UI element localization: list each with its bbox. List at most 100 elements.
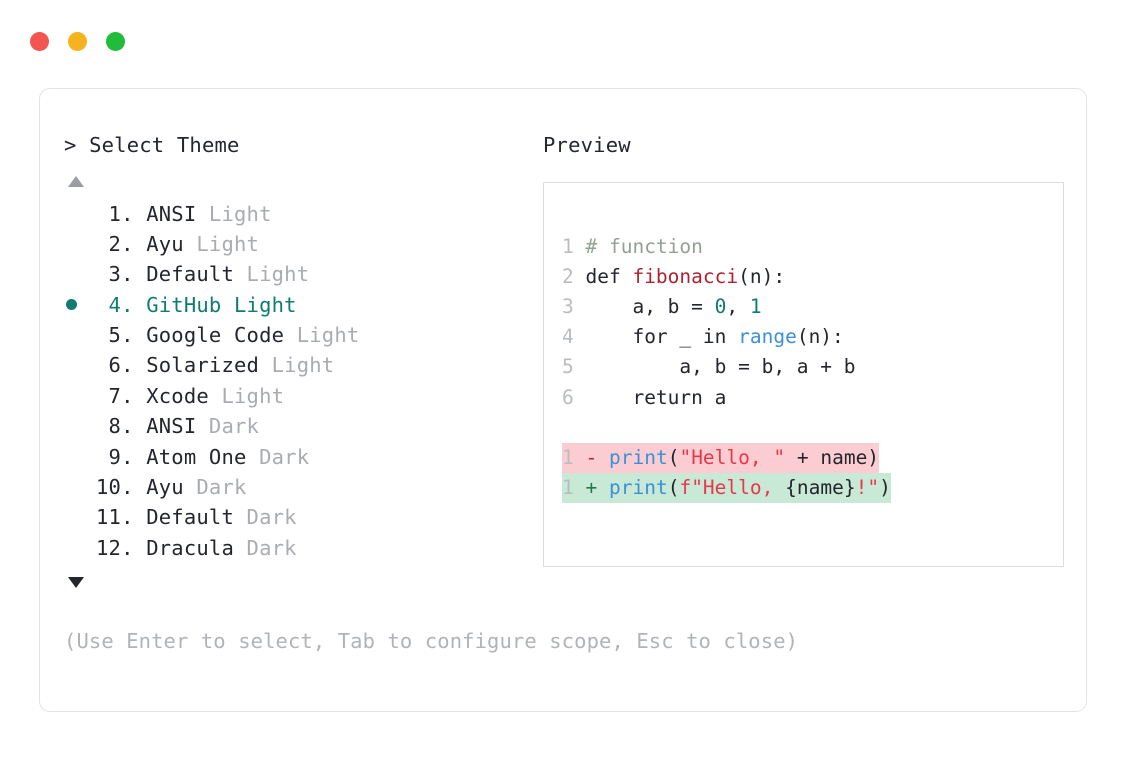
code-token: print (609, 475, 668, 499)
theme-item-name: Dracula (146, 535, 234, 560)
theme-list-item[interactable]: 3. Default Light (64, 259, 524, 289)
selection-bullet-cell (64, 533, 96, 563)
code-token: range (738, 325, 797, 349)
theme-list-item[interactable]: 8. ANSI Dark (64, 411, 524, 441)
theme-list-item[interactable]: 10. Ayu Dark (64, 472, 524, 502)
theme-item-name: Google Code (146, 323, 285, 348)
scroll-down-icon[interactable] (68, 577, 84, 589)
theme-item-name: Ayu (146, 475, 184, 500)
code-line: 6 return a (562, 383, 1059, 413)
code-token: print (609, 445, 668, 469)
line-number: 2 (562, 264, 574, 288)
code-preview: 1 # function 2 def fibonacci(n): 3 a, b = … (562, 232, 1059, 504)
diff-line-del: 1 - print("Hello, " + name) (562, 442, 1059, 473)
scroll-up-icon[interactable] (68, 175, 84, 187)
theme-item-variant: Light (296, 323, 360, 348)
code-line: 3 a, b = 0, 1 (562, 292, 1059, 322)
prompt-caret-icon: > (64, 133, 77, 157)
theme-list: 1. ANSI Light 2. Ayu Light 3. Default Li… (64, 199, 524, 564)
code-token: ) (879, 475, 891, 499)
theme-item-index: 6. (96, 353, 134, 378)
theme-list-item[interactable]: 6. Solarized Light (64, 350, 524, 380)
theme-item-variant: Light (221, 383, 285, 408)
theme-item-variant: Light (271, 353, 335, 378)
code-token: for _ in (573, 325, 739, 349)
code-token: "Hello, " (679, 445, 786, 469)
theme-item-variant: Dark (259, 444, 310, 469)
code-token: + name) (785, 445, 880, 469)
theme-list-item[interactable]: 7. Xcode Light (64, 381, 524, 411)
code-token: f"Hello, (679, 475, 786, 499)
spacer (259, 350, 272, 380)
theme-item-name: Default (146, 262, 234, 287)
code-token (597, 476, 609, 499)
selection-bullet-cell (64, 350, 96, 380)
spacer (134, 381, 147, 411)
preview-box: 1 # function 2 def fibonacci(n): 3 a, b = … (543, 181, 1064, 567)
theme-list-item[interactable]: 4. GitHub Light (64, 290, 524, 320)
theme-item-name: ANSI (146, 414, 197, 439)
theme-item-index: 3. (96, 262, 134, 287)
theme-list-item[interactable]: 1. ANSI Light (64, 199, 524, 229)
diff-block: 1 - print("Hello, " + name)1 + print(f"H… (562, 442, 1059, 504)
spacer (234, 502, 247, 532)
minimize-icon[interactable] (68, 32, 87, 51)
code-token: a, b = (573, 294, 715, 318)
theme-item-index: 10. (96, 475, 134, 500)
theme-selector-column: > Select Theme 1. ANSI Light 2. Ayu Ligh… (64, 133, 524, 589)
spacer (284, 320, 297, 350)
diff-line-add: 1 + print(f"Hello, {name}!") (562, 472, 1059, 504)
theme-item-index: 11. (96, 505, 134, 530)
line-number: 4 (562, 325, 574, 349)
theme-item-name: Solarized (146, 353, 260, 378)
spacer (196, 199, 209, 229)
selection-bullet-cell (64, 472, 96, 502)
theme-item-variant: Light (208, 201, 272, 226)
spacer (247, 442, 260, 472)
spacer (134, 229, 147, 259)
theme-list-item[interactable]: 12. Dracula Dark (64, 533, 524, 563)
code-token: # function (573, 234, 703, 258)
diff-marker: + (585, 475, 598, 499)
spacer (134, 350, 147, 380)
theme-item-variant: Light (246, 262, 310, 287)
theme-item-variant: Light (196, 231, 260, 256)
theme-list-item[interactable]: 11. Default Dark (64, 502, 524, 532)
theme-item-index: 8. (96, 414, 134, 439)
theme-item-variant: Dark (246, 535, 297, 560)
diff-line-content: 1 - print("Hello, " + name) (562, 442, 880, 473)
line-number: 1 (562, 475, 574, 499)
line-number: 1 (562, 445, 574, 469)
code-line: 5 a, b = b, a + b (562, 352, 1059, 382)
code-token: fibonacci (632, 264, 739, 288)
theme-item-name: Atom One (146, 444, 247, 469)
code-token: a, b = b, a + b (573, 355, 856, 379)
theme-list-item[interactable]: 9. Atom One Dark (64, 442, 524, 472)
code-token: return a (573, 385, 727, 409)
code-token: !" (855, 475, 880, 499)
theme-item-name: Ayu (146, 231, 184, 256)
spacer (184, 472, 197, 502)
spacer (574, 446, 586, 469)
selection-bullet-cell (64, 229, 96, 259)
theme-item-index: 12. (96, 535, 134, 560)
theme-item-index: 4. (96, 292, 134, 317)
selection-bullet-cell (64, 381, 96, 411)
theme-list-item[interactable]: 2. Ayu Light (64, 229, 524, 259)
spacer (234, 533, 247, 563)
code-token: def (573, 264, 633, 288)
preview-title: Preview (543, 133, 631, 157)
theme-list-item[interactable]: 5. Google Code Light (64, 320, 524, 350)
maximize-icon[interactable] (106, 32, 125, 51)
theme-item-index: 9. (96, 444, 134, 469)
code-token: (n): (738, 264, 786, 288)
keyboard-hint: (Use Enter to select, Tab to configure s… (64, 629, 799, 653)
theme-item-index: 5. (96, 323, 134, 348)
close-icon[interactable] (30, 32, 49, 51)
spacer (134, 259, 147, 289)
code-token: ( (667, 445, 680, 469)
selected-bullet-icon (66, 299, 77, 311)
theme-item-name: GitHub (146, 292, 222, 317)
code-token: ( (667, 475, 680, 499)
theme-item-index: 1. (96, 201, 134, 226)
